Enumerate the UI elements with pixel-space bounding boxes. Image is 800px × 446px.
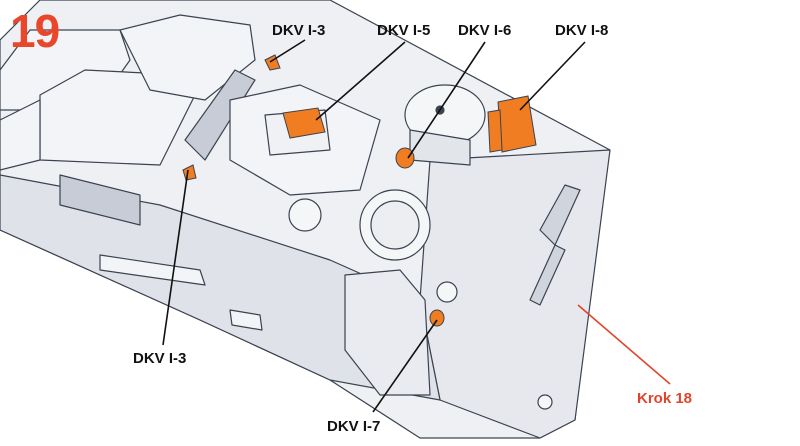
leader-krok-18 [577,304,671,385]
hull [0,0,611,439]
part-dkv-i5 [282,107,326,139]
highlighted-parts [182,54,537,327]
leader-dkv-i7 [372,319,438,413]
part-dkv-i8 [497,95,537,153]
leader-lines [162,39,671,413]
part-dkv-i3-left [182,164,197,181]
part-dkv-i6 [395,147,415,169]
leader-dkv-i8 [519,41,586,111]
callout-dkv-i7: DKV I-7 [327,418,381,435]
part-dkv-i8-side [487,109,503,153]
callout-dkv-i3-top: DKV I-3 [272,22,326,39]
callout-dkv-i8: DKV I-8 [555,22,609,39]
callout-dkv-i6: DKV I-6 [458,22,512,39]
leader-dkv-i6 [407,41,486,159]
leader-dkv-i3-left [162,169,189,346]
reference-step-label: Krok 18 [637,390,693,407]
part-dkv-i7 [429,309,445,327]
leader-dkv-i3-top [269,39,306,63]
step-number: 19 [10,5,60,57]
leader-dkv-i5 [315,41,406,121]
callout-dkv-i5: DKV I-5 [377,22,431,39]
callout-dkv-i3-left: DKV I-3 [133,350,187,367]
